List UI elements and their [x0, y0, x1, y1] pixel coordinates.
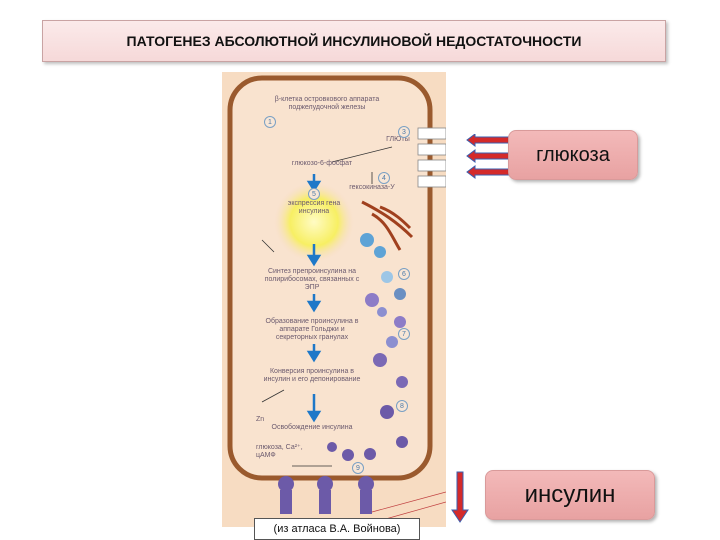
stimuli-label: глюкоза, Са²⁺, цАМФ	[256, 444, 303, 459]
step-number-9: 9	[352, 462, 364, 474]
step-3-label: Конверсия проинсулина в инсулин и его де…	[263, 368, 361, 383]
expression-label: экспрессия гена инсулина	[287, 200, 341, 215]
glut-label: ГЛЮТы	[386, 136, 410, 143]
glut-channels	[417, 127, 446, 188]
step-4-label: Освобождение инсулина	[271, 424, 353, 431]
central-pathway-arrows	[306, 174, 322, 423]
g6p-label: глюкозо-6-фосфат	[291, 160, 353, 167]
glucose-arrows	[466, 134, 509, 179]
exocytosis-sites	[278, 476, 374, 514]
step-2-label: Образование проинсулина в аппарате Гольд…	[265, 318, 359, 341]
hexokinase-label: гексокиназа-У	[349, 184, 395, 191]
er-strands	[361, 200, 414, 251]
step-number-5: 5	[308, 188, 320, 200]
nucleus-glow	[274, 182, 354, 262]
cell-label: β-клетка островкового аппарата поджелудо…	[274, 96, 380, 111]
step-number-1: 1	[264, 116, 276, 128]
page-title: ПАТОГЕНЕЗ АБСОЛЮТНОЙ ИНСУЛИНОВОЙ НЕДОСТА…	[42, 20, 666, 62]
step-number-7: 7	[398, 328, 410, 340]
glucose-label: глюкоза	[508, 130, 638, 180]
step-number-3: 3	[398, 126, 410, 138]
step-1-label: Синтез препроинсулина на полирибосомах, …	[264, 268, 360, 291]
secretory-granules	[327, 233, 408, 461]
step-number-6: 6	[398, 268, 410, 280]
thin-arrows	[261, 146, 393, 467]
zn-label: Zn	[256, 416, 265, 423]
figure-caption: (из атласа В.А. Войнова)	[254, 518, 420, 540]
beta-cell-figure: β-клетка островкового аппарата поджелудо…	[222, 72, 446, 527]
insulin-down-arrow	[451, 471, 469, 523]
step-number-8: 8	[396, 400, 408, 412]
decorative-lines	[371, 491, 446, 521]
insulin-label: инсулин	[485, 470, 655, 520]
step-number-4: 4	[378, 172, 390, 184]
